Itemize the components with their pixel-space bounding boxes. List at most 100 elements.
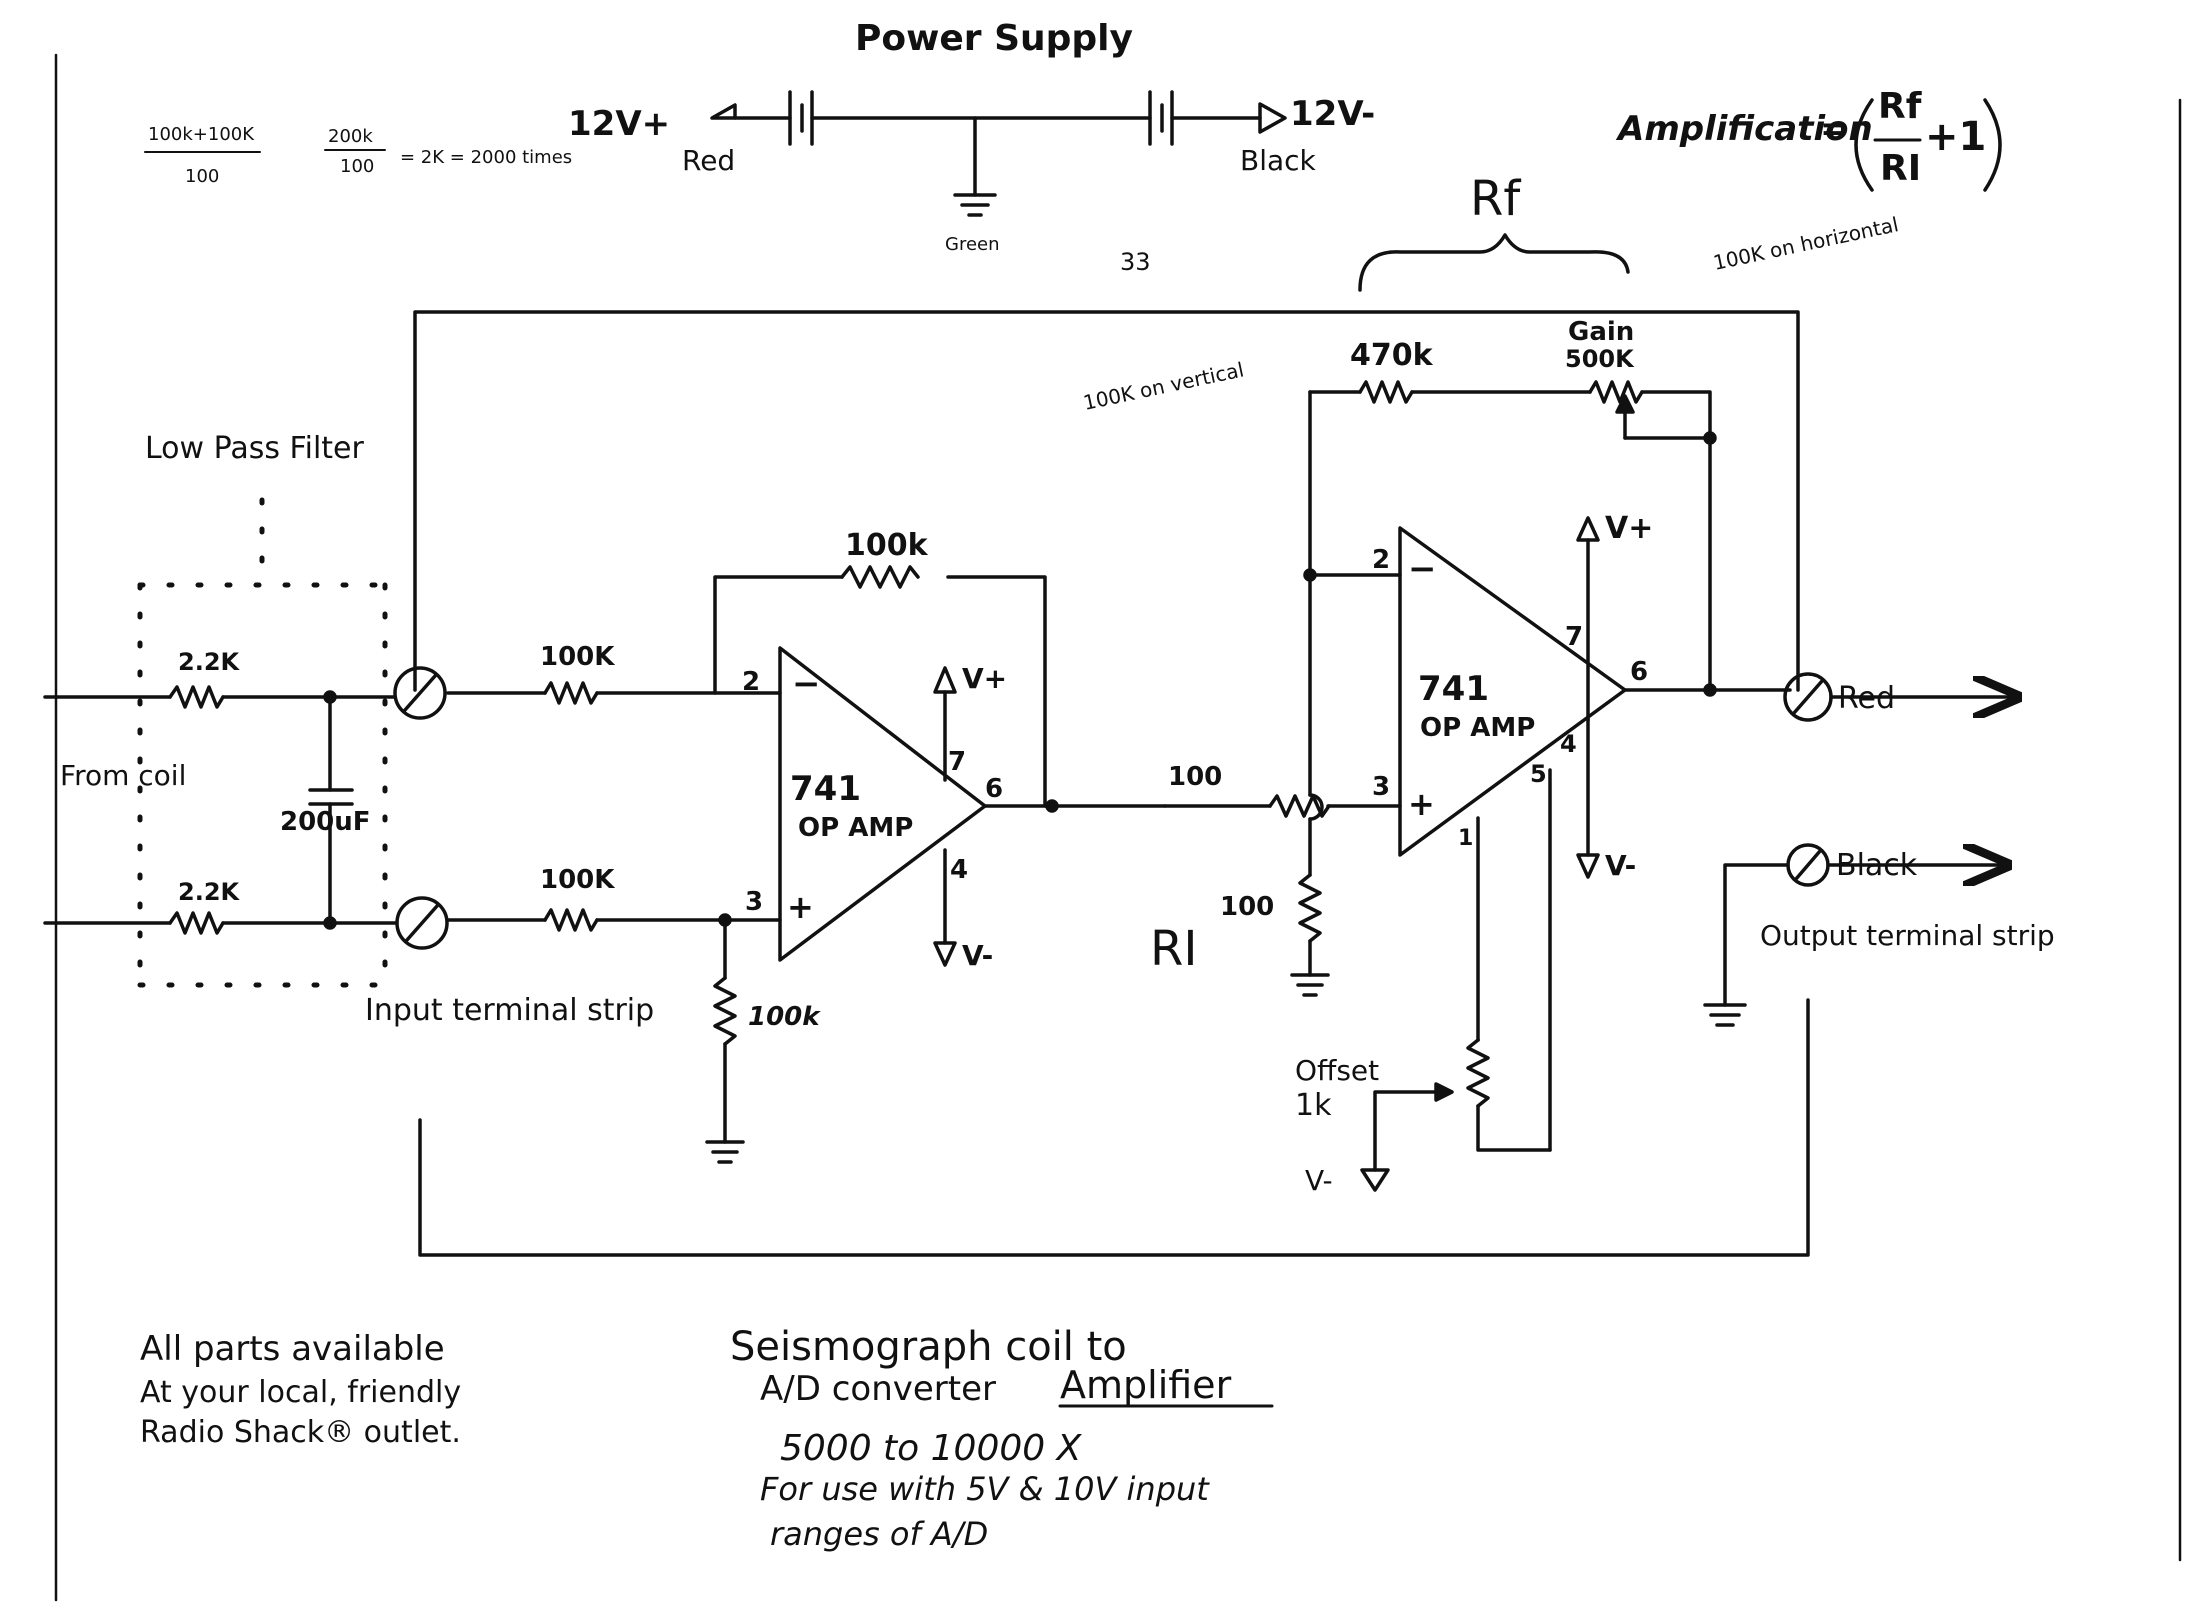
offset-vminus-label: V- bbox=[1305, 1164, 1333, 1197]
power-supply-title: Power Supply bbox=[855, 18, 1133, 59]
calc-result: = 2K = 2000 times bbox=[400, 147, 572, 168]
input-terminal-top bbox=[393, 666, 447, 720]
black-terminal-triangle bbox=[1258, 102, 1287, 134]
offset-label: Offset bbox=[1295, 1054, 1379, 1087]
amp1-plus-sign: + bbox=[787, 888, 814, 926]
title-line4: For use with 5V & 10V input bbox=[760, 1470, 1210, 1508]
amp1-pin6: 6 bbox=[985, 774, 1003, 804]
title-line3: 5000 to 10000 X bbox=[780, 1428, 1083, 1469]
amp2-ri-label: 100 bbox=[1220, 892, 1274, 922]
amp2-vplus-label: V+ bbox=[1605, 511, 1653, 546]
amp2-pin5: 5 bbox=[1530, 760, 1547, 788]
resistor-2k2-bottom bbox=[168, 911, 225, 935]
gain-value: 500K bbox=[1565, 345, 1635, 373]
vminus-arrow-amp2 bbox=[1576, 853, 1600, 879]
vplus-arrow-amp2 bbox=[1576, 516, 1600, 542]
amp1-minus-sign: − bbox=[792, 664, 821, 704]
gain-label: Gain bbox=[1568, 317, 1634, 347]
positive-voltage-label: 12V+ bbox=[568, 104, 670, 144]
resistor-100k-bottom-input bbox=[543, 908, 599, 932]
amp2-name: 741 bbox=[1418, 669, 1489, 709]
amp1-name: 741 bbox=[790, 769, 861, 809]
resistor-ri-100 bbox=[1298, 873, 1322, 943]
op-amp-1 bbox=[446, 565, 1167, 1164]
amp2-pin6: 6 bbox=[1630, 657, 1648, 687]
amp2-vminus-label: V- bbox=[1605, 849, 1636, 882]
formula-lhs: Amplification bbox=[1615, 109, 1873, 149]
calc-frac2-denominator: 100 bbox=[340, 156, 374, 177]
amp1-pin7: 7 bbox=[948, 747, 966, 777]
ri-label: RI bbox=[1150, 921, 1198, 977]
amp1-pin2: 2 bbox=[742, 667, 760, 697]
op-amp-2 bbox=[1163, 380, 1792, 1192]
formula-equals: = bbox=[1820, 109, 1849, 149]
ground-note: Green bbox=[945, 234, 1000, 255]
amp2-minus-sign: − bbox=[1408, 549, 1437, 589]
parts-note-line1: All parts available bbox=[140, 1329, 445, 1369]
amp2-pin3: 3 bbox=[1372, 772, 1390, 802]
resistor-2k2-top bbox=[168, 685, 225, 709]
potentiometer-gain-500k bbox=[1588, 380, 1644, 404]
formula-numerator: Rf bbox=[1878, 86, 1922, 127]
amp1-rground-label: 100k bbox=[748, 1002, 821, 1032]
amp1-vminus-label: V- bbox=[962, 939, 993, 972]
input-terminal-label: Input terminal strip bbox=[365, 993, 654, 1028]
red-terminal-triangle bbox=[710, 103, 737, 120]
wire-crossover bbox=[1308, 793, 1324, 821]
note-33: 33 bbox=[1120, 248, 1151, 276]
positive-color-label: Red bbox=[682, 144, 735, 177]
output-stage bbox=[1703, 672, 2015, 1027]
from-coil-label: From coil bbox=[60, 759, 186, 792]
amp1-pin4: 4 bbox=[950, 855, 968, 885]
bottom-loop-wire bbox=[418, 998, 1810, 1257]
op-amp-1-triangle bbox=[778, 646, 987, 962]
negative-color-label: Black bbox=[1240, 144, 1317, 177]
title-line2b: Amplifier bbox=[1060, 1363, 1232, 1407]
output-terminal-label: Output terminal strip bbox=[1760, 919, 2055, 952]
amp1-pin3: 3 bbox=[745, 887, 763, 917]
vminus-arrow-amp1 bbox=[933, 941, 957, 967]
op-amp-2-triangle bbox=[1398, 526, 1627, 857]
offset-vminus-arrow bbox=[1360, 1168, 1390, 1192]
calc-denominator: 100 bbox=[185, 166, 219, 187]
output-black-label: Black bbox=[1836, 848, 1918, 883]
input-terminal-bottom bbox=[395, 896, 449, 950]
capacitor-label: 200uF bbox=[280, 807, 371, 837]
offset-value: 1k bbox=[1295, 1088, 1332, 1123]
formula-left-paren bbox=[1854, 98, 1874, 192]
low-pass-filter-box bbox=[137, 497, 388, 988]
amp2-plus-sign: + bbox=[1408, 785, 1435, 823]
potentiometer-offset-1k bbox=[1466, 1038, 1490, 1108]
title-line2a: A/D converter bbox=[760, 1369, 996, 1409]
amp2-rseries-label: 100 bbox=[1168, 762, 1222, 792]
input-stage bbox=[43, 666, 449, 950]
parts-note-line3: Radio Shack® outlet. bbox=[140, 1415, 461, 1450]
amp2-type: OP AMP bbox=[1420, 713, 1535, 743]
calc-numerator: 100k+100K bbox=[148, 124, 255, 145]
amp2-rf-label: 470k bbox=[1350, 338, 1434, 373]
negative-voltage-label: 12V- bbox=[1290, 94, 1375, 134]
note-100k-vertical: 100K on vertical bbox=[1081, 357, 1246, 414]
formula-denominator: RI bbox=[1880, 148, 1921, 189]
resistor-470k bbox=[1358, 380, 1414, 404]
formula-right-paren bbox=[1983, 98, 2002, 192]
title-line1: Seismograph coil to bbox=[730, 1324, 1127, 1370]
amp1-rin-top-label: 100K bbox=[540, 642, 615, 672]
resistor-100k-ground bbox=[713, 976, 737, 1046]
power-supply-circuit bbox=[710, 90, 1287, 217]
resistor-2k2-top-label: 2.2K bbox=[178, 648, 241, 676]
low-pass-filter-label: Low Pass Filter bbox=[145, 431, 364, 466]
amp1-rf-label: 100k bbox=[845, 528, 929, 563]
amp2-pin7: 7 bbox=[1565, 622, 1583, 652]
rf-brace bbox=[1358, 233, 1630, 292]
note-100k-horizontal: 100K on horizontal bbox=[1711, 212, 1901, 275]
rf-label: Rf bbox=[1470, 171, 1521, 227]
vplus-arrow-amp1 bbox=[933, 666, 957, 694]
top-loop-wire bbox=[413, 310, 1800, 692]
resistor-100k-top-input bbox=[543, 681, 599, 705]
title-line5: ranges of A/D bbox=[770, 1515, 988, 1553]
amp1-vplus-label: V+ bbox=[962, 662, 1007, 695]
formula-plus-one: +1 bbox=[1925, 114, 1986, 160]
resistor-2k2-bottom-label: 2.2K bbox=[178, 878, 241, 906]
